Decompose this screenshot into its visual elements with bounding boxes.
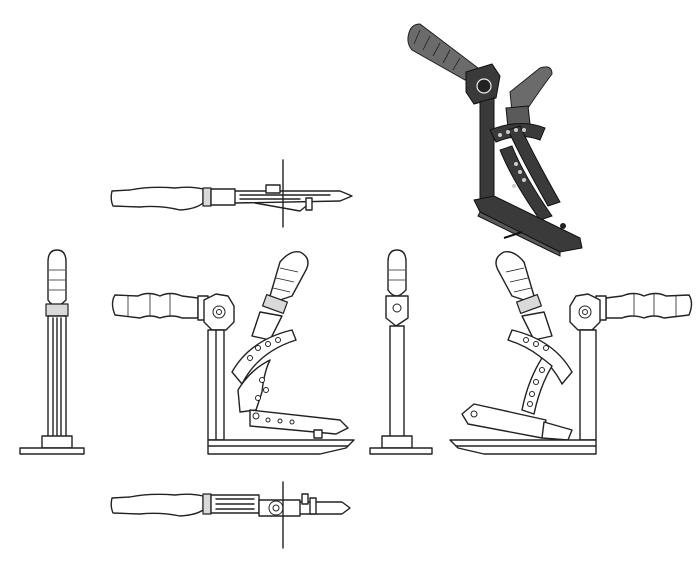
front-view xyxy=(111,251,355,455)
rear-view xyxy=(449,251,693,455)
top-view xyxy=(110,159,353,228)
right-side-view xyxy=(369,249,433,455)
bottom-view xyxy=(110,481,351,549)
isometric-view xyxy=(407,23,583,257)
left-side-view xyxy=(19,249,85,455)
